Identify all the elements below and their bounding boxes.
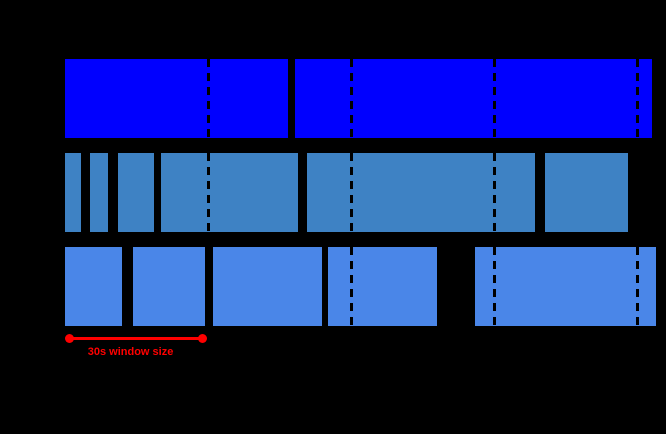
- bar-row-row-2: [0, 153, 666, 232]
- bar-segment: [133, 247, 206, 326]
- bar-row-row-3: [0, 247, 666, 326]
- window-boundary-line: [349, 247, 353, 326]
- bar-segment: [118, 153, 155, 232]
- window-size-label: 30s window size: [87, 346, 174, 358]
- bar-segment: [160, 153, 299, 232]
- window-boundary-line: [349, 153, 353, 232]
- bar-segment: [544, 153, 628, 232]
- window-boundary-line: [206, 153, 210, 232]
- window-boundary-line: [206, 59, 210, 138]
- bar-segment: [213, 247, 323, 326]
- window-boundary-line: [349, 59, 353, 138]
- bar-row-row-1: [0, 59, 666, 138]
- bar-segment: [328, 247, 438, 326]
- window-boundary-line: [492, 247, 496, 326]
- window-boundary-line: [492, 153, 496, 232]
- bar-segment: [307, 153, 535, 232]
- bar-segment: [295, 59, 652, 138]
- bar-segment: [89, 153, 108, 232]
- bar-segment: [475, 247, 657, 326]
- window-size-arrow-right-dot: [197, 334, 207, 343]
- window-boundary-line: [635, 59, 639, 138]
- bar-segment: [65, 153, 82, 232]
- window-size-arrow-left-dot: [64, 334, 74, 343]
- window-size-arrow-line: [69, 337, 203, 340]
- bar-segment: [65, 247, 123, 326]
- bar-segment: [65, 59, 289, 138]
- window-boundary-line: [492, 59, 496, 138]
- window-boundary-line: [635, 247, 639, 326]
